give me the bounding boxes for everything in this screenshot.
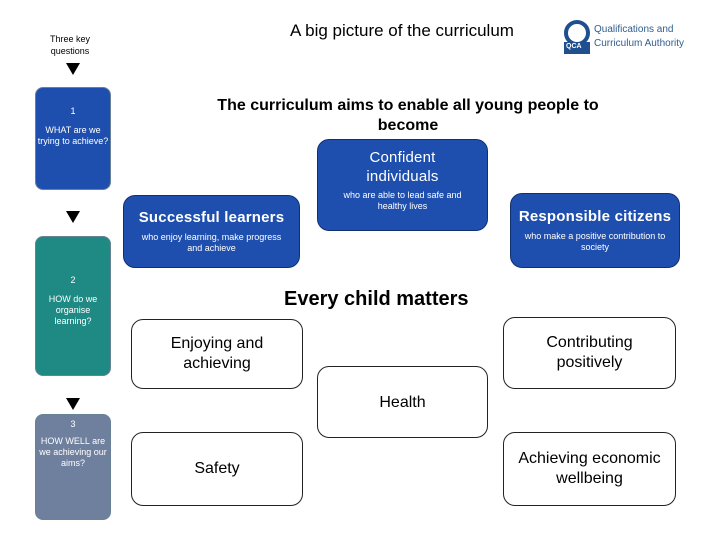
responsible-citizens-subtitle: who make a positive contribution to soci…: [524, 231, 666, 252]
achieving-economic-wellbeing-label: Achieving economic wellbeing: [518, 450, 661, 487]
qca-logo: QCA Qualifications and Curriculum Author…: [564, 18, 694, 58]
ecm-heading: Every child matters: [284, 288, 469, 310]
question-number: 1: [70, 106, 76, 116]
qca-logo-mark: [564, 20, 590, 54]
question-box-3: 3 HOW WELL are we achieving our aims?: [35, 414, 111, 520]
arrow-down-icon: [66, 398, 80, 410]
successful-learners-title: Successful learners: [138, 209, 285, 226]
qca-logo-line2: Curriculum Authority: [594, 38, 685, 49]
qca-logo-line1: Qualifications and: [594, 24, 674, 35]
question-number: 2: [70, 275, 76, 285]
health-label: Health: [379, 394, 426, 411]
achieving-economic-wellbeing-box: Achieving economic wellbeing: [503, 432, 676, 506]
page-title: A big picture of the curriculum: [290, 21, 514, 40]
question-box-2: 2 HOW do we organise learning?: [35, 236, 111, 376]
question-text: WHAT are we trying to achieve?: [37, 125, 109, 146]
contributing-positively-label: Contributing positively: [546, 334, 633, 371]
health-box: Health: [317, 366, 488, 438]
confident-individuals-box: Confident individuals who are able to le…: [317, 139, 488, 231]
aims-heading: The curriculum aims to enable all young …: [217, 97, 599, 134]
responsible-citizens-title: Responsible citizens: [518, 208, 672, 225]
question-text: HOW do we organise learning?: [48, 294, 98, 326]
confident-individuals-subtitle: who are able to lead safe and healthy li…: [343, 190, 462, 211]
qca-logo-mark-text: QCA: [566, 43, 582, 50]
question-box-1: 1 WHAT are we trying to achieve?: [35, 87, 111, 190]
successful-learners-subtitle: who enjoy learning, make progress and ac…: [141, 232, 282, 253]
question-text: HOW WELL are we achieving our aims?: [39, 436, 107, 468]
arrow-down-icon: [66, 211, 80, 223]
arrow-down-icon: [66, 63, 80, 75]
safety-label: Safety: [194, 460, 240, 477]
three-key-questions-label: Three key questions: [49, 34, 91, 56]
enjoying-achieving-box: Enjoying and achieving: [131, 319, 303, 389]
successful-learners-box: Successful learners who enjoy learning, …: [123, 195, 300, 268]
responsible-citizens-box: Responsible citizens who make a positive…: [510, 193, 680, 268]
safety-box: Safety: [131, 432, 303, 506]
question-number: 3: [70, 419, 76, 429]
confident-individuals-title: Confident individuals: [366, 149, 439, 185]
contributing-positively-box: Contributing positively: [503, 317, 676, 389]
enjoying-achieving-label: Enjoying and achieving: [170, 335, 264, 372]
